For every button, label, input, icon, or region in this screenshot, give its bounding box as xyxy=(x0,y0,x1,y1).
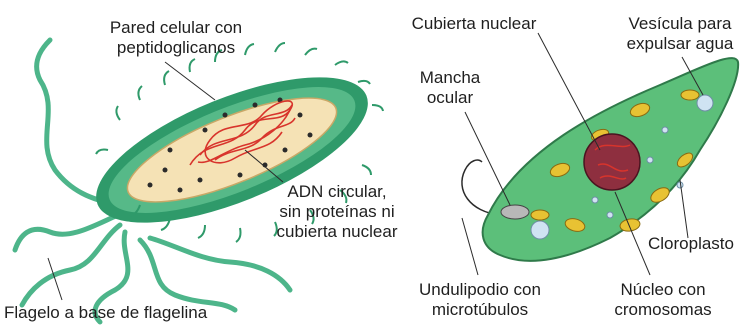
label-cell-wall: Pared celular con peptidoglicanos xyxy=(78,18,274,58)
nucleus xyxy=(584,134,640,190)
euglena xyxy=(462,58,738,261)
bacterium xyxy=(15,40,386,322)
label-circular-dna: ADN circular, sin proteínas ni cubierta … xyxy=(252,182,422,242)
label-eyespot: Mancha ocular xyxy=(410,68,490,108)
label-contractile-vesicle: Vesícula para expulsar agua xyxy=(612,14,748,54)
label-nuclear-envelope: Cubierta nuclear xyxy=(404,14,544,34)
label-chloroplast: Cloroplasto xyxy=(632,234,750,254)
label-nucleus: Núcleo con cromosomas xyxy=(604,280,722,320)
label-undulipodium: Undulipodio con microtúbulos xyxy=(410,280,550,320)
eyespot xyxy=(501,205,529,219)
label-flagellum: Flagelo a base de flagelina xyxy=(4,303,207,323)
